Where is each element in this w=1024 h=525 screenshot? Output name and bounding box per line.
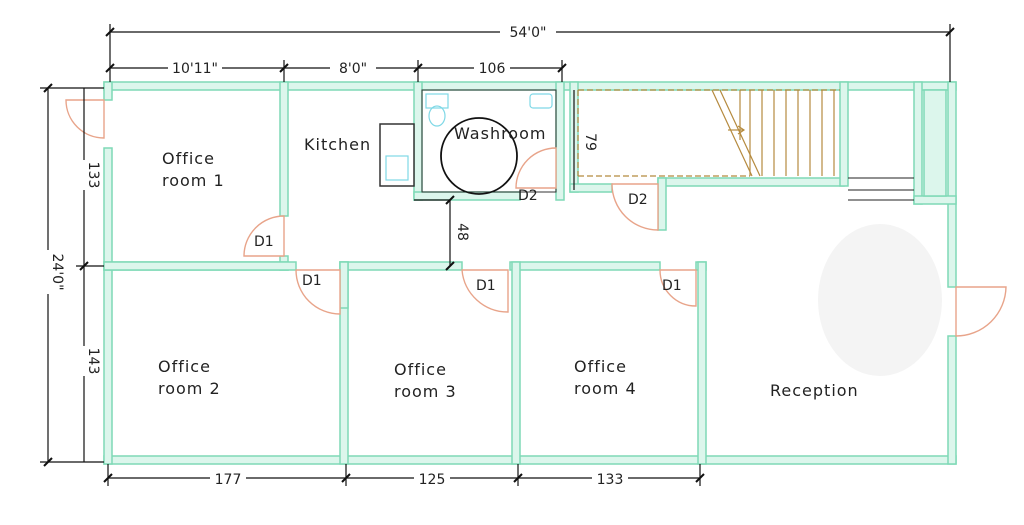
staircase [577,89,840,177]
shaft-box [923,89,947,197]
door-swing-office2 [295,269,341,315]
door-label-office2: D1 [302,273,322,289]
outer-wall-right-lower [947,335,957,465]
door-label-office1: D1 [254,234,274,250]
toilet-tank [425,93,449,109]
wall-stair-right [839,81,849,187]
label-office1-line2: room 1 [162,171,225,190]
label-office3-line1: Office [394,360,447,379]
wall-o3-stub [339,261,349,309]
walls [103,81,957,465]
wall-washroom-bottom [413,191,521,201]
door-label-office3: D1 [476,278,496,294]
wall-corridor-o3 [339,261,463,271]
dim-bottom-1: 177 [215,472,242,488]
dim-left-bottom: 143 [85,348,101,375]
wall-corridor-o2 [103,261,297,271]
wall-o4-reception [697,261,707,465]
kitchen-sink [385,155,409,181]
label-office3-line2: room 3 [394,382,457,401]
wall-shaft-left [913,81,923,205]
wall-shaft-bottom [913,195,957,205]
window-lines [848,177,914,201]
door-swing-entrance-right [955,286,1007,337]
smudge [818,224,942,376]
label-washroom: Washroom [454,124,546,143]
door-swing-entrance-left [65,99,105,139]
dimension-ticks [43,27,955,483]
door-labels: D1 D1 D1 D1 D2 D2 [254,188,682,294]
wall-stair-bottom-right [657,177,845,187]
washroom-tub [440,117,518,195]
label-office4-line1: Office [574,357,627,376]
wall-office1-right [279,81,289,217]
dim-overall-width: 54'0" [509,25,546,41]
kitchen-counter [379,123,415,187]
door-label-washroom: D2 [518,188,538,204]
label-kitchen: Kitchen [304,135,371,154]
dim-top-1: 10'11" [172,61,218,77]
wall-washroom-right [555,81,565,201]
wall-corridor-o4 [509,261,661,271]
dim-bottom-2: 125 [419,472,446,488]
door-swing-washroom [515,147,557,189]
dim-stair-depth: 79 [582,133,598,151]
washbasin [529,93,553,109]
door-swing-office1 [243,215,285,257]
dim-overall-depth: 24'0" [49,253,65,290]
door-swing-office4 [659,269,697,307]
dimension-lines [40,24,951,486]
dim-corridor: 48 [454,223,470,241]
dim-top-3: 106 [479,61,506,77]
toilet-bowl [428,105,446,127]
door-swing-office3 [461,269,509,313]
dim-top-2: 8'0" [339,61,367,77]
wall-kitchen-right [413,81,423,201]
stair-treads [739,90,835,176]
wall-o3-o4 [511,261,521,465]
door-label-office4: D1 [662,278,682,294]
outer-wall-bottom [103,455,957,465]
label-office2-line2: room 2 [158,379,221,398]
label-office2-line1: Office [158,357,211,376]
room-labels: Office room 1 Kitchen Washroom Office ro… [158,124,859,401]
wall-stair-stub [657,177,667,231]
label-reception: Reception [770,381,859,400]
dim-left-top: 133 [85,162,101,189]
wall-stair-bottom-left [569,183,613,193]
label-office4-line2: room 4 [574,379,637,398]
fixtures [379,89,557,195]
door-label-stair: D2 [628,192,648,208]
outer-wall-top [103,81,957,91]
outer-wall-right-upper [947,81,957,288]
outer-wall-left-lower [103,147,113,465]
dim-bottom-3: 133 [597,472,624,488]
door-swing-stair [611,183,659,231]
doors [65,99,1007,337]
outer-wall-left-upper [103,81,113,101]
dimension-labels: 54'0" 10'11" 8'0" 106 24'0" 133 143 177 … [39,22,628,488]
label-office1-line1: Office [162,149,215,168]
